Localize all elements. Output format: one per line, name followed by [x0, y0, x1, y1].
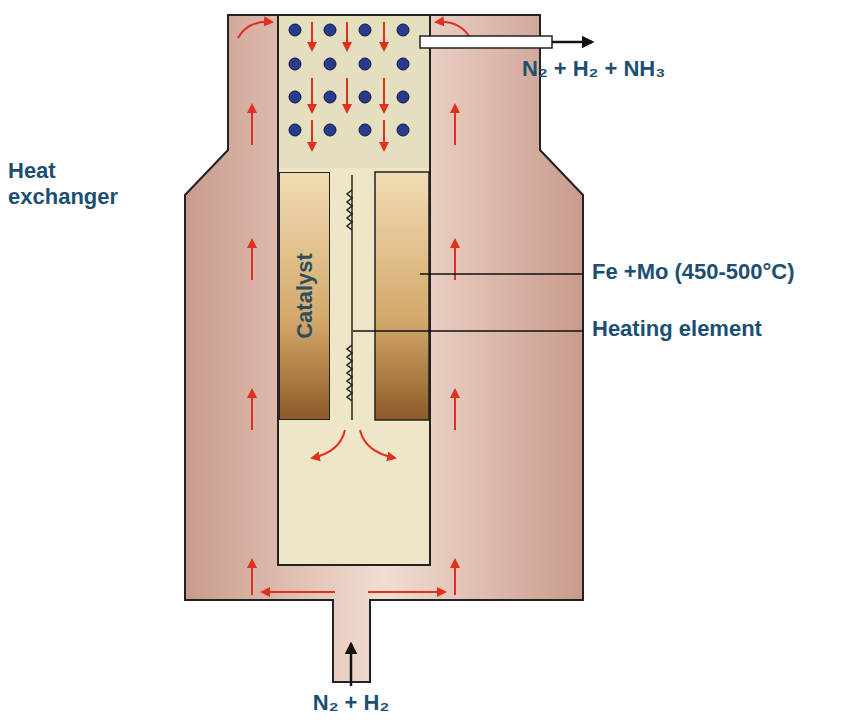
leader-line [420, 273, 584, 275]
gas-molecules [289, 24, 409, 136]
component-label: Heat exchanger [8, 158, 158, 211]
heating-coil [347, 175, 352, 420]
flow-label: N₂ + H₂ + NH₃ [522, 56, 665, 82]
reactor-shell [185, 15, 583, 682]
leader-line [353, 330, 584, 332]
outlet-pipe [420, 36, 592, 48]
part-label: Fe +Mo (450-500°C) [592, 259, 795, 285]
inner-chamber [278, 15, 430, 565]
catalyst-bed: Catalyst [279, 172, 330, 420]
catalyst-bed [375, 172, 429, 420]
inlet-arrow [350, 644, 353, 686]
node-text: Catalyst [292, 253, 318, 339]
flow-label: N₂ + H₂ [291, 690, 411, 716]
part-label: Heating element [592, 316, 762, 342]
product-zone [279, 16, 429, 168]
flow-arrows [238, 22, 470, 595]
